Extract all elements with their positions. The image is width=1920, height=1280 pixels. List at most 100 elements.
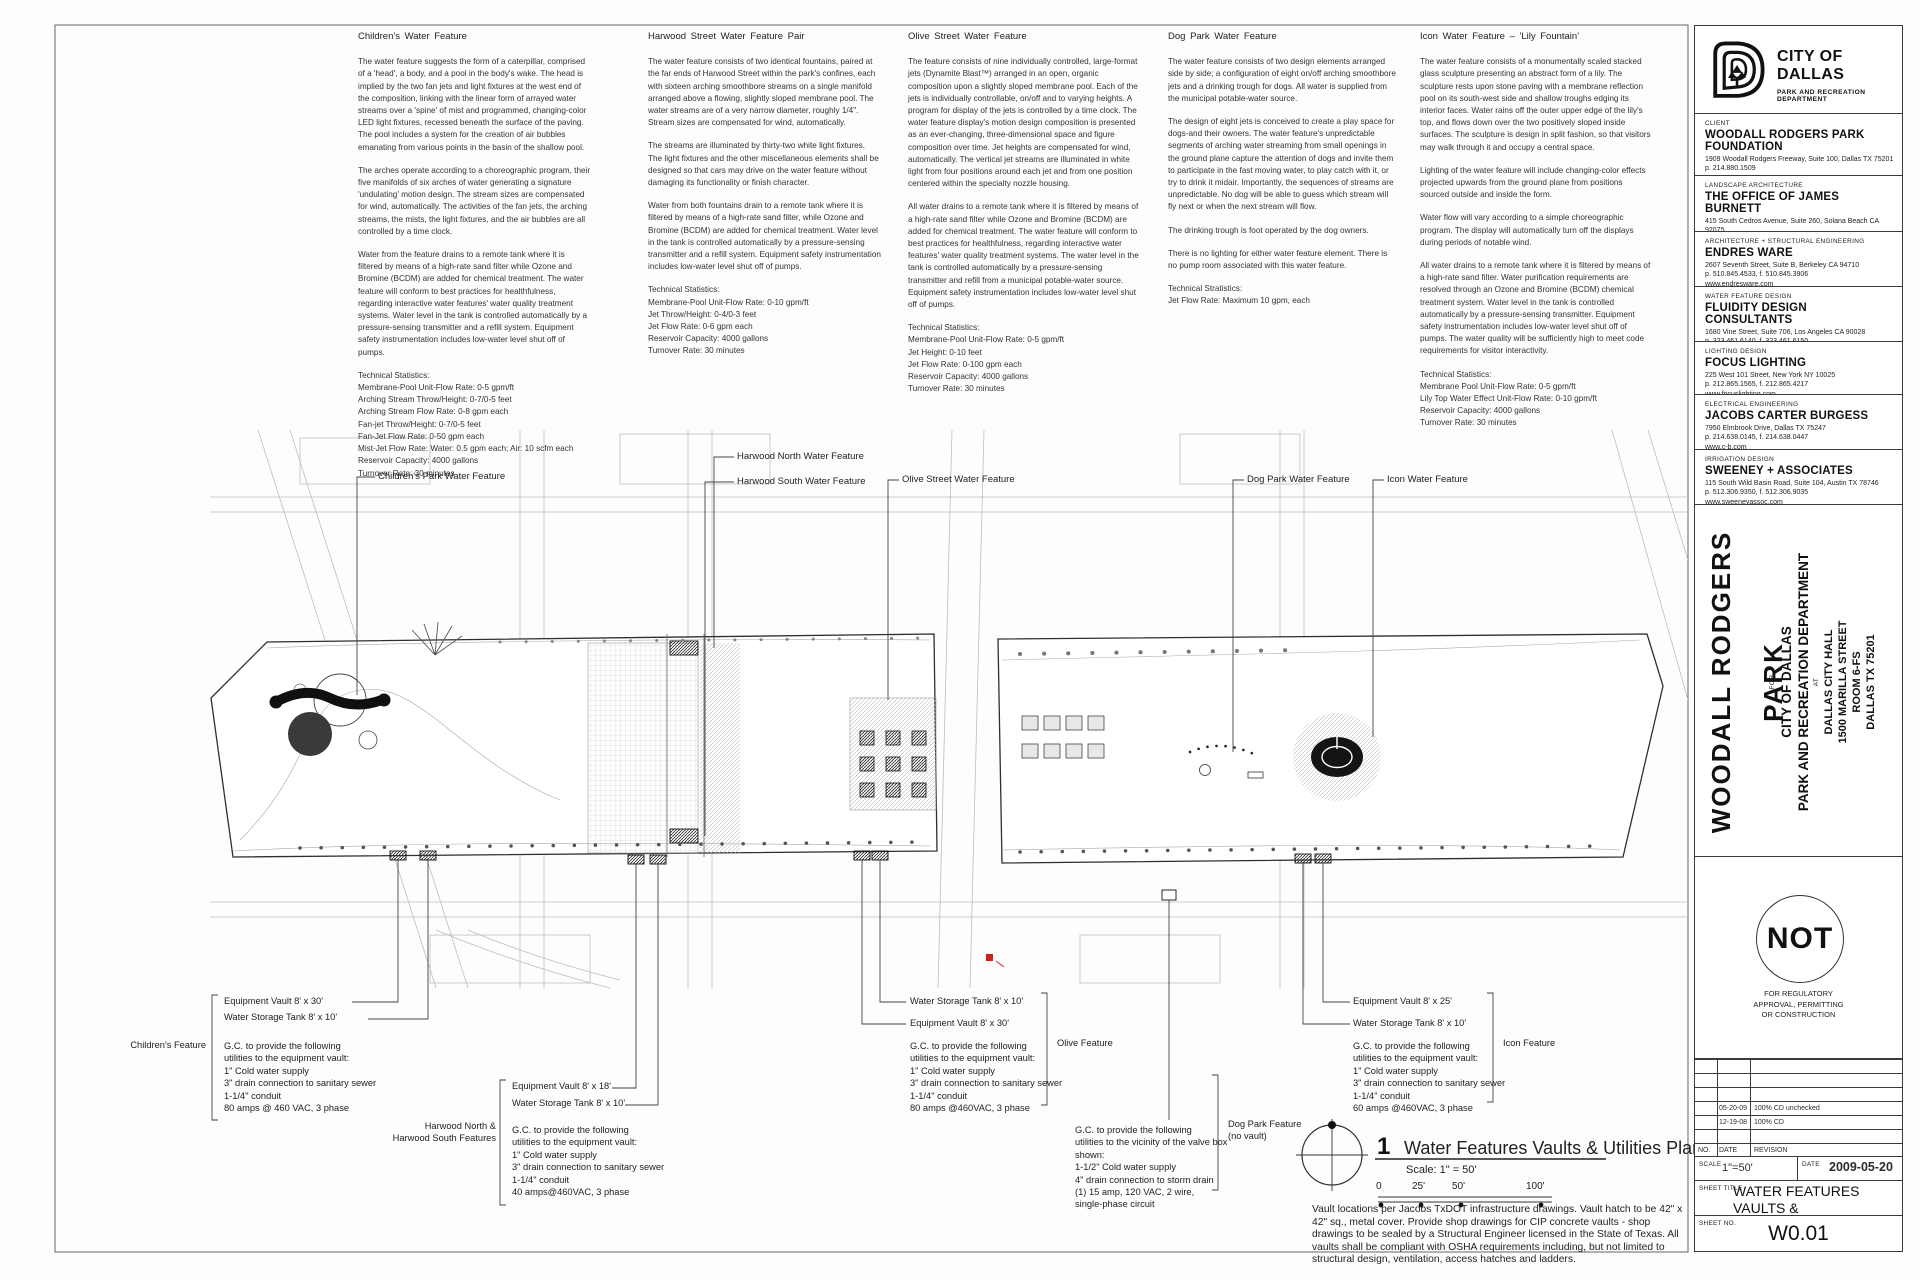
text-line: 1-1/4" conduit	[224, 1090, 282, 1101]
text-line: www.c-b.com	[1705, 443, 1747, 450]
text-line: 4" drain connection to storm drain	[1075, 1174, 1214, 1185]
text-line: The water feature suggests the form of a…	[358, 57, 587, 152]
project-details: FOR CITY OF DALLAS PARK AND RECREATION D…	[1753, 507, 1893, 856]
date-value: 2009-05-20	[1829, 1160, 1893, 1174]
scalebar-50: 50'	[1452, 1181, 1466, 1192]
consultant-lines: 2607 Seventh Street, Suite B, Berkeley C…	[1705, 261, 1896, 286]
text-line: single-phase circuit	[1075, 1199, 1155, 1210]
revision-row	[1695, 1073, 1902, 1087]
stats-heading: Technical Statistics:	[908, 323, 980, 333]
text-line: 3" drain connection to sanitary sewer	[224, 1078, 377, 1089]
sheet-no-value: W0.01	[1768, 1222, 1829, 1245]
text-line: p. 512.306.9350, f. 512.306.9035	[1705, 489, 1809, 497]
feature-label-childrens: Children's Feature	[130, 1040, 206, 1050]
text-line: 40 amps@460VAC, 3 phase	[512, 1187, 630, 1198]
text-line: 1" Cold water supply	[910, 1065, 995, 1076]
stats-heading: Technical Stratistics:	[1168, 284, 1243, 294]
revision-header-desc: REVISION	[1754, 1147, 1788, 1154]
text-line: Membrane Pool Unit-Flow Rate: 0-5 gpm/ft	[1420, 381, 1576, 391]
stats-heading: Technical Statistics:	[1420, 369, 1492, 379]
consultant-role: LANDSCAPE ARCHITECTURE	[1705, 182, 1803, 189]
scale-label: SCALE	[1699, 1161, 1722, 1168]
stats-list: Membrane-Pool Unit-Flow Rate: 0-5 gpm/ft…	[358, 382, 591, 480]
text-line: 1" Cold water supply	[224, 1065, 309, 1076]
dog-park-valve-box	[1161, 889, 1177, 901]
text-line: utilities to the equipment vault:	[512, 1137, 638, 1148]
callout-olive-vault: Equipment Vault 8' x 30'	[910, 1018, 1009, 1028]
text-line: utilities to the equipment vault:	[910, 1053, 1036, 1064]
text-line: All water drains to a remote tank where …	[1420, 261, 1651, 356]
consultant-role: ELECTRICAL ENGINEERING	[1705, 401, 1799, 408]
east-park-block	[997, 633, 1664, 864]
revision-desc: 100% CD unchecked	[1754, 1105, 1820, 1112]
text-line: Water from both fountains drain to a rem…	[648, 201, 881, 272]
title-block: CITY OF DALLAS PARK AND RECREATION DEPAR…	[1694, 25, 1903, 1252]
plan-label-childrens: Children's Park Water Feature	[378, 471, 506, 482]
icon-fountain	[1293, 713, 1381, 801]
text-line: Turnover Rate: 30 minutes	[648, 346, 745, 356]
project-at: AT	[1813, 677, 1820, 687]
leader-lines	[211, 456, 1494, 1206]
text-line: utilities to the equipment vault:	[1353, 1053, 1479, 1064]
text-line: 1" Cold water supply	[512, 1149, 597, 1160]
text-line: The water feature consists of two design…	[1168, 57, 1396, 103]
childrens-water-feature-area	[269, 621, 463, 756]
text-line: Dog Park Feature	[1228, 1119, 1302, 1129]
revision-date: 12-19-08	[1719, 1119, 1748, 1126]
text-line: Jet Height: 0-10 feet	[908, 347, 982, 357]
project-client: CITY OF DALLAS	[1779, 626, 1794, 738]
text-line: Turnover Rate: 30 minutes	[1420, 418, 1517, 428]
text-line: Reservoir Capacity: 4000 gallons	[1420, 406, 1541, 416]
stats-list: Membrane-Pool Unit-Flow Rate: 0-10 gpm/f…	[648, 297, 881, 358]
text-line: p. 212.865.1565, f. 212.865.4217	[1705, 381, 1809, 389]
consultant-electrical: ELECTRICAL ENGINEERING JACOBS CARTER BUR…	[1695, 395, 1902, 450]
text-line: 1-1/4" conduit	[512, 1174, 570, 1185]
project-addr4: DALLAS TX 75201	[1865, 634, 1877, 730]
revision-row	[1695, 1059, 1902, 1073]
consultant-client: CLIENT WOODALL RODGERS PARK FOUNDATION 1…	[1695, 114, 1902, 176]
text-line: utilities to the vicinity of the valve b…	[1075, 1137, 1228, 1148]
plan-label-harwood-north: Harwood North Water Feature	[737, 451, 864, 462]
sheet-title-label: SHEET TITLE	[1699, 1185, 1743, 1192]
callout-childrens-vault: Equipment Vault 8' x 30'	[224, 996, 323, 1006]
text-line: The design of eight jets is conceived to…	[1168, 117, 1395, 212]
text-line: 3" drain connection to sanitary sewer	[910, 1078, 1063, 1089]
text-line: p. 214.880.1509	[1705, 165, 1756, 173]
feature-column-icon: Icon Water Feature – 'Lily Fountain' The…	[1420, 31, 1653, 430]
text-line: 60 amps @460VAC, 3 phase	[1353, 1103, 1473, 1114]
callout-icon-vault: Equipment Vault 8' x 25'	[1353, 996, 1452, 1006]
text-line: Membrane-Pool Unit-Flow Rate: 0-10 gpm/f…	[648, 297, 809, 307]
consultant-lighting: LIGHTING DESIGN FOCUS LIGHTING 225 West …	[1695, 342, 1902, 395]
consultant-water-feature: WATER FEATURE DESIGN FLUIDITY DESIGN CON…	[1695, 287, 1902, 342]
feature-label-harwood: Harwood North &Harwood South Features	[378, 1120, 496, 1145]
sheet-title-box: SHEET TITLE WATER FEATURES VAULTS & UTIL…	[1695, 1181, 1902, 1216]
column-paragraphs: The water feature consists of a monument…	[1420, 56, 1653, 357]
consultant-role: IRRIGATION DESIGN	[1705, 456, 1775, 463]
revision-table: 05-20-09 100% CD unchecked 12-19-08 100%…	[1695, 1059, 1902, 1157]
callout-harwood-vault: Equipment Vault 8' x 18'	[512, 1081, 611, 1091]
revision-row	[1695, 1129, 1902, 1143]
text-line: G.C. to provide the following	[512, 1125, 629, 1135]
plan-label-olive: Olive Street Water Feature	[902, 474, 1015, 485]
consultant-name: THE OFFICE OF JAMES BURNETT	[1705, 190, 1840, 215]
feature-column-harwood: Harwood Street Water Feature Pair The wa…	[648, 31, 881, 358]
tree-row	[298, 840, 930, 850]
text-line: G.C. to provide the following	[1075, 1125, 1192, 1135]
consultant-lines: 415 South Cedros Avenue, Suite 260, Sola…	[1705, 217, 1896, 231]
text-line: G.C. to provide the following	[910, 1041, 1027, 1051]
text-line: Turnover Rate: 30 minutes	[358, 468, 455, 478]
text-line: Membrane-Pool Unit-Flow Rate: 0-5 gpm/ft	[908, 335, 1065, 345]
scalebar-25: 25'	[1412, 1181, 1426, 1192]
scalebar-100: 100'	[1526, 1181, 1545, 1192]
text-line: Reservoir Capacity: 4000 gallons	[908, 372, 1029, 382]
column-paragraphs: The water feature consists of two design…	[1168, 56, 1398, 272]
red-utility-mark	[986, 954, 1005, 968]
west-park-block	[210, 621, 938, 858]
text-line: Jet Throw/Height: 0-4/0-3 feet	[648, 309, 757, 319]
text-line: Fan-Jet Flow Rate: 0-50 gpm each	[358, 431, 485, 441]
plan-title: Water Features Vaults & Utilities Plan	[1404, 1138, 1703, 1158]
